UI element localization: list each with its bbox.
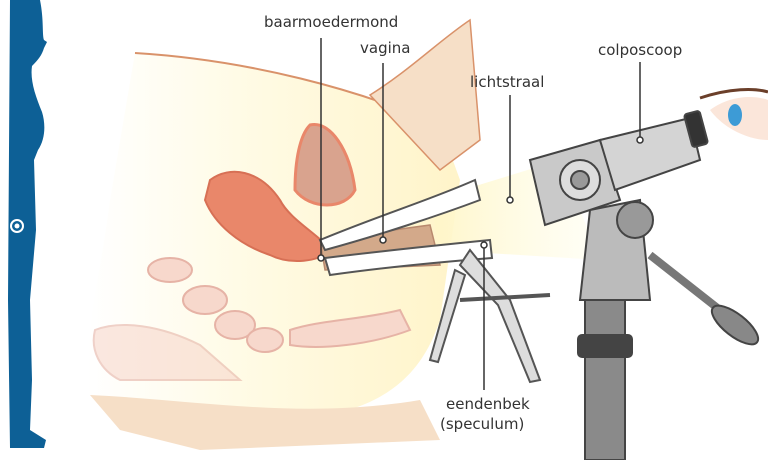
leader-lines [320,38,641,390]
label-cervix: baarmoedermond [264,13,399,31]
label-colposcope: colposcoop [598,41,683,59]
eye-icon [699,88,768,140]
body-silhouette [8,0,47,448]
label-speculum: eendenbek [446,395,530,413]
speculum [318,178,551,384]
bones [92,257,412,381]
label-light-beam: lichtstraal [470,73,545,91]
colposcope [528,110,760,460]
location-marker-icon [10,219,24,233]
label-vagina: vagina [360,39,411,57]
bladder [293,123,357,207]
label-speculum-sub: (speculum) [440,415,525,433]
